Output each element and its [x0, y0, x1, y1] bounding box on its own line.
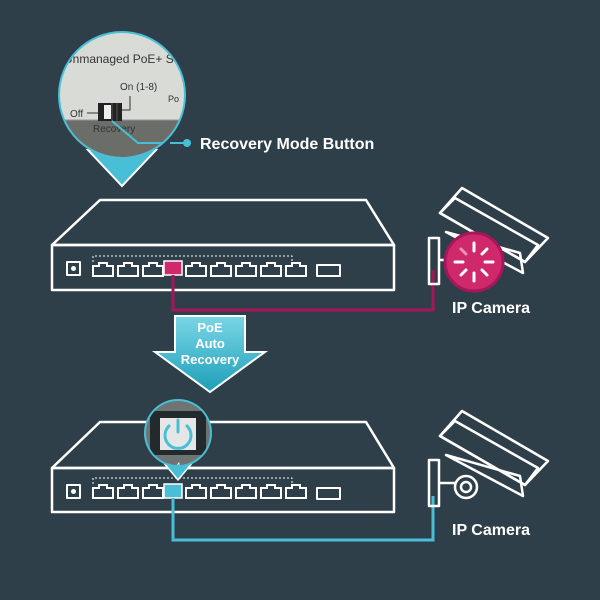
recovery-mode-button-label: Recovery Mode Button: [200, 136, 374, 153]
bottom-uplink-port: [316, 487, 341, 500]
off-label: Off: [70, 109, 83, 120]
top-uplink-port: [316, 264, 341, 277]
bottom-switch-ports: [92, 484, 307, 499]
top-active-port: [163, 260, 183, 276]
poe-auto-recovery-arrow: PoE Auto Recovery: [151, 315, 269, 394]
recovery-label: Recovery: [93, 124, 135, 135]
extra-label: Po: [168, 94, 179, 104]
leader-dot: [183, 139, 191, 147]
bottom-cable: [171, 496, 435, 542]
top-switch-ports: [92, 262, 307, 277]
on-label: On (1-8): [120, 82, 157, 93]
top-power-port: [66, 261, 81, 276]
power-recovered-icon: [163, 418, 193, 450]
top-cable: [171, 270, 435, 312]
bottom-camera: [427, 409, 550, 508]
switch-knob: [104, 105, 111, 119]
arrow-line-recovery: Recovery: [181, 352, 240, 367]
bottom-active-port: [163, 483, 183, 499]
bottom-camera-label: IP Camera: [452, 522, 530, 539]
bottom-switch: [50, 420, 396, 514]
top-camera-label: IP Camera: [452, 300, 530, 317]
port-zoom-callout: 4: [144, 399, 212, 482]
recovery-mode-callout: Unmanaged PoE+ S Off On (1-8) Po Recover…: [58, 31, 186, 188]
switch-model-label: Unmanaged PoE+ S: [64, 52, 174, 66]
camera-lens: [453, 474, 479, 500]
arrow-line-poe: PoE: [197, 320, 223, 335]
top-switch: [50, 198, 396, 292]
bottom-power-port: [66, 484, 81, 499]
zoom-port-number: 4: [175, 461, 180, 471]
arrow-line-auto: Auto: [195, 336, 225, 351]
rebooting-icon: [443, 231, 505, 293]
